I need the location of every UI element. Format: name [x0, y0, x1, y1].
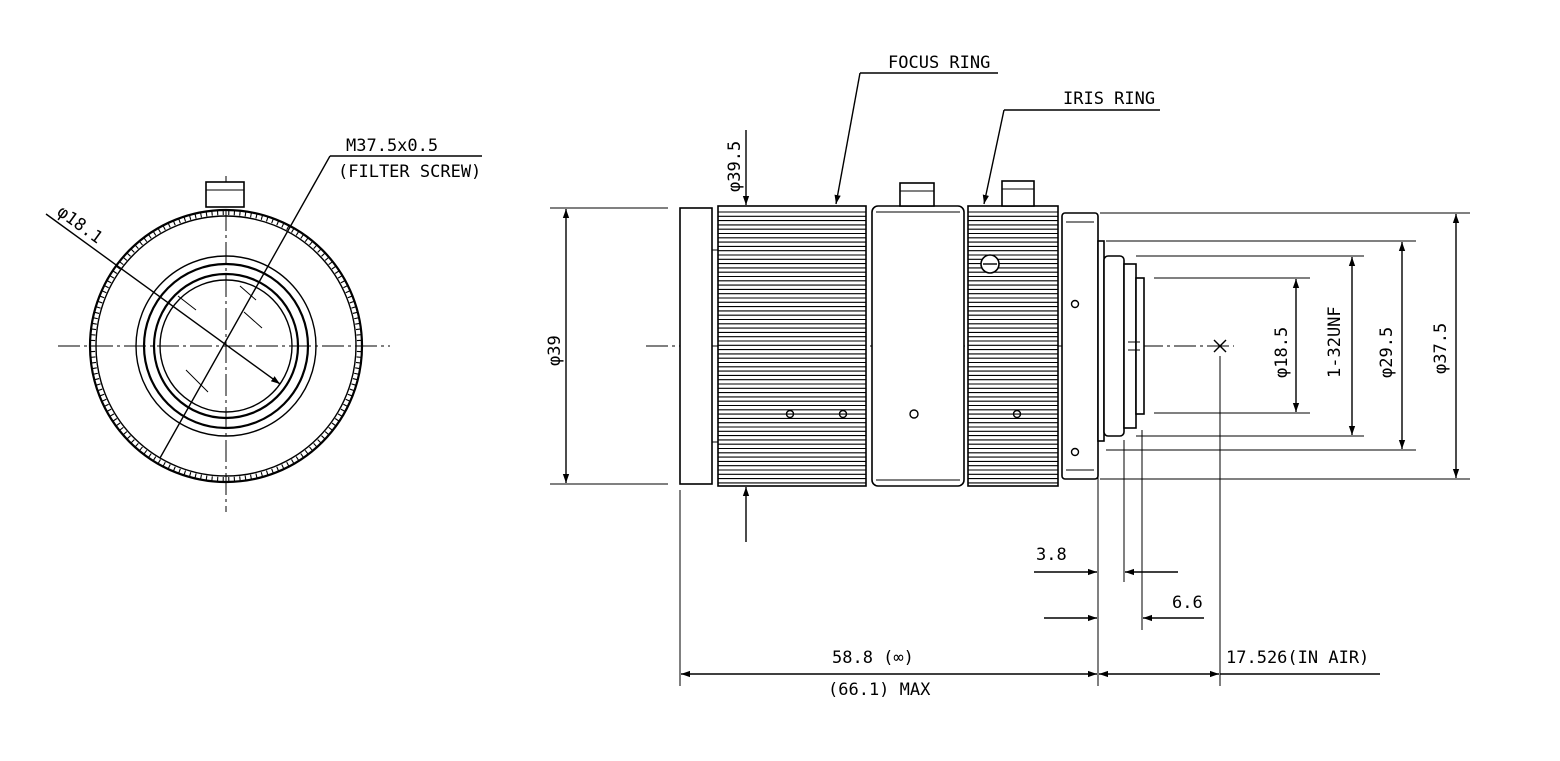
flange-back-label: 17.526(IN AIR): [1226, 648, 1369, 668]
rear-dia-label: φ37.5: [1431, 323, 1451, 374]
mount-body: [1103, 255, 1125, 437]
focus-ring-label: FOCUS RING: [888, 53, 990, 73]
mount-flange: [1097, 240, 1105, 442]
mount-inner-dia-label: φ18.5: [1272, 327, 1292, 378]
iris-lock-knob: [1001, 180, 1035, 207]
filter-thread-label: M37.5x0.5: [346, 136, 438, 156]
outer-ring-knurl: [90, 210, 362, 482]
front-cap: [679, 207, 713, 485]
filter-thread-circle: [135, 255, 317, 437]
middle-barrel: [871, 205, 965, 487]
mount-flange-dia-label: φ29.5: [1377, 327, 1397, 378]
focus-ring-knurl: [718, 211, 866, 484]
side-view: FOCUS RING IRIS RING φ39.5 φ39 φ18.5 1-3…: [545, 53, 1470, 700]
focus-ring-dia-label: φ39.5: [725, 141, 745, 192]
front-view: M37.5x0.5 (FILTER SCREW) φ18.1: [45, 136, 482, 512]
filter-screw-label: (FILTER SCREW): [338, 162, 481, 182]
front-element-inner: [152, 272, 300, 420]
iris-ring-knurl: [968, 211, 1058, 484]
front-bore-circle: [159, 279, 293, 413]
front-dia-label: φ39: [545, 335, 565, 366]
outer-ring-inner-edge: [95, 215, 357, 477]
iris-ring-label: IRIS RING: [1063, 89, 1155, 109]
front-view-index-pin: [205, 181, 245, 208]
front-element-outer: [142, 262, 310, 430]
rear-housing: [1061, 212, 1099, 480]
length-max-label: (66.1) MAX: [828, 680, 931, 700]
mount-thread: [1123, 263, 1137, 429]
dim-6-6-label: 6.6: [1172, 593, 1203, 613]
rear-lens-element: [1135, 277, 1145, 415]
filter-screw-leader: [159, 155, 331, 459]
dim-3-8-label: 3.8: [1036, 545, 1067, 565]
iris-ring-leader: [982, 109, 1005, 205]
focus-lock-knob: [899, 182, 935, 207]
length-inf-label: 58.8 (∞): [832, 648, 914, 668]
focus-ring: [717, 205, 867, 487]
mount-thread-label: 1-32UNF: [1325, 306, 1345, 378]
focus-ring-leader: [834, 72, 861, 205]
front-bore-leader: [45, 213, 281, 385]
